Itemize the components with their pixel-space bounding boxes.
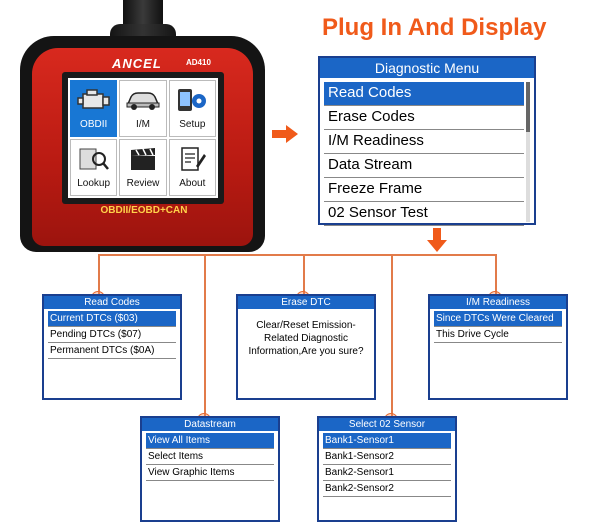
diagnostic-menu-list: Read Codes Erase Codes I/M Readiness Dat… — [324, 82, 524, 226]
connector-read-codes — [98, 254, 100, 298]
device-brand: ANCEL — [112, 56, 162, 71]
menu-item-im-readiness[interactable]: I/M Readiness — [324, 130, 524, 154]
tile-label: OBDII — [80, 119, 108, 130]
list-item-permanent-dtcs[interactable]: Permanent DTCs ($0A) — [48, 343, 176, 359]
tile-im[interactable]: I/M — [119, 80, 167, 137]
read-codes-panel: Read Codes Current DTCs ($03) Pending DT… — [42, 294, 182, 400]
device-model: AD410 — [186, 58, 211, 67]
list-item-bank1-sensor1[interactable]: Bank1-Sensor1 — [323, 433, 451, 449]
car-icon — [125, 81, 161, 119]
erase-dtc-message: Clear/Reset Emission-Related Diagnostic … — [248, 320, 364, 357]
o2-sensor-list: Bank1-Sensor1 Bank1-Sensor2 Bank2-Sensor… — [319, 431, 455, 497]
tile-obdii[interactable]: OBDII — [70, 80, 118, 137]
clapper-icon — [128, 140, 158, 178]
arrow-down-icon — [427, 228, 447, 257]
list-item-select-items[interactable]: Select Items — [146, 449, 274, 465]
datastream-title: Datastream — [142, 418, 278, 431]
im-readiness-title: I/M Readiness — [430, 296, 566, 309]
read-codes-list: Current DTCs ($03) Pending DTCs ($07) Pe… — [44, 309, 180, 359]
tile-label: About — [179, 178, 206, 189]
gear-icon — [175, 81, 209, 119]
connector-horizontal — [98, 254, 496, 256]
list-item-pending-dtcs[interactable]: Pending DTCs ($07) — [48, 327, 176, 343]
connector-im-readiness — [495, 254, 497, 298]
tile-lookup[interactable]: Lookup — [70, 139, 118, 196]
tile-review[interactable]: Review — [119, 139, 167, 196]
connector-o2-sensor — [391, 254, 393, 420]
device-screen: OBDII I/M Setup Lookup Review — [68, 78, 218, 198]
list-item-bank2-sensor1[interactable]: Bank2-Sensor1 — [323, 465, 451, 481]
page-title: Plug In And Display — [322, 14, 547, 41]
tile-about[interactable]: About — [168, 139, 216, 196]
arrow-right-icon — [272, 125, 298, 148]
erase-dtc-title: Erase DTC — [238, 296, 374, 309]
menu-item-freeze-frame[interactable]: Freeze Frame — [324, 178, 524, 202]
obd-scanner-device: ANCEL AD410 OBDII I/M Setup Lookup — [20, 0, 265, 252]
tile-label: Review — [126, 178, 160, 189]
o2-sensor-panel: Select 02 Sensor Bank1-Sensor1 Bank1-Sen… — [317, 416, 457, 522]
list-item-current-dtcs[interactable]: Current DTCs ($03) — [48, 311, 176, 327]
list-item-this-drive-cycle[interactable]: This Drive Cycle — [434, 327, 562, 343]
list-item-view-graphic-items[interactable]: View Graphic Items — [146, 465, 274, 481]
diagnostic-menu-title: Diagnostic Menu — [320, 58, 534, 78]
device-tagline: OBDII/EOBD+CAN — [100, 205, 188, 216]
engine-icon — [76, 81, 111, 119]
o2-sensor-title: Select 02 Sensor — [319, 418, 455, 431]
menu-item-data-stream[interactable]: Data Stream — [324, 154, 524, 178]
list-item-view-all-items[interactable]: View All Items — [146, 433, 274, 449]
diagnostic-menu-panel: Diagnostic Menu Read Codes Erase Codes I… — [318, 56, 536, 226]
read-codes-title: Read Codes — [44, 296, 180, 309]
list-item-bank2-sensor2[interactable]: Bank2-Sensor2 — [323, 481, 451, 497]
datastream-list: View All Items Select Items View Graphic… — [142, 431, 278, 481]
tile-label: Setup — [179, 119, 206, 130]
menu-scrollbar[interactable] — [526, 82, 530, 222]
scrollbar-thumb[interactable] — [526, 82, 530, 132]
menu-item-read-codes[interactable]: Read Codes — [324, 82, 524, 106]
datastream-panel: Datastream View All Items Select Items V… — [140, 416, 280, 522]
tile-setup[interactable]: Setup — [168, 80, 216, 137]
menu-item-erase-codes[interactable]: Erase Codes — [324, 106, 524, 130]
erase-dtc-panel: Erase DTC Clear/Reset Emission-Related D… — [236, 294, 376, 400]
connector-datastream — [204, 254, 206, 420]
im-readiness-panel: I/M Readiness Since DTCs Were Cleared Th… — [428, 294, 568, 400]
document-pen-icon — [177, 140, 207, 178]
connector-erase-dtc — [303, 254, 305, 298]
tile-label: I/M — [136, 119, 150, 130]
im-readiness-list: Since DTCs Were Cleared This Drive Cycle — [430, 309, 566, 343]
tile-label: Lookup — [77, 178, 111, 189]
list-item-since-dtcs-cleared[interactable]: Since DTCs Were Cleared — [434, 311, 562, 327]
menu-item-o2-sensor-test[interactable]: 02 Sensor Test — [324, 202, 524, 226]
list-item-bank1-sensor2[interactable]: Bank1-Sensor2 — [323, 449, 451, 465]
lookup-icon — [77, 140, 111, 178]
